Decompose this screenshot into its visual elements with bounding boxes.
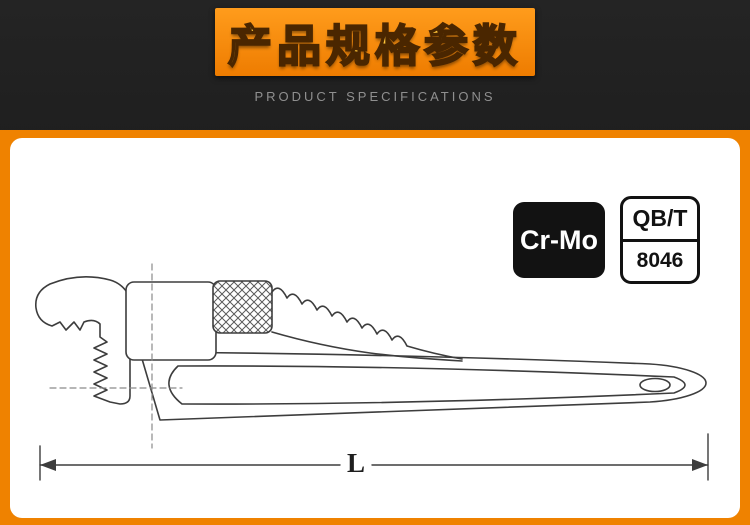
- standard-number: 8046: [636, 249, 684, 273]
- head-housing: [125, 281, 217, 361]
- thread-scallops: [271, 287, 463, 362]
- badge-group: Cr-Mo QB/T 8046: [513, 196, 700, 284]
- spec-card: Cr-Mo QB/T 8046: [10, 138, 740, 518]
- banner-title: 产品规格参数: [227, 21, 522, 72]
- dimension-line: [39, 433, 709, 481]
- centerlines: [49, 263, 183, 449]
- hang-hole: [639, 377, 671, 393]
- adjusting-nut: [212, 280, 273, 334]
- wrench-handle: [139, 351, 707, 421]
- material-badge: Cr-Mo: [513, 202, 605, 278]
- standard-badge-divider: [623, 238, 697, 242]
- title-banner: 产品规格参数: [215, 8, 535, 76]
- handle-slot: [168, 365, 686, 405]
- hook-jaw: [34, 276, 131, 405]
- standard-badge: QB/T 8046: [620, 196, 700, 284]
- standard-name: QB/T: [632, 205, 688, 232]
- header: 产品规格参数 PRODUCT SPECIFICATIONS: [0, 0, 750, 130]
- dimension-label: L: [347, 448, 365, 478]
- material-badge-label: Cr-Mo: [520, 224, 598, 255]
- banner-subtitle: PRODUCT SPECIFICATIONS: [254, 89, 496, 104]
- pipe-wrench-diagram: L: [34, 263, 709, 481]
